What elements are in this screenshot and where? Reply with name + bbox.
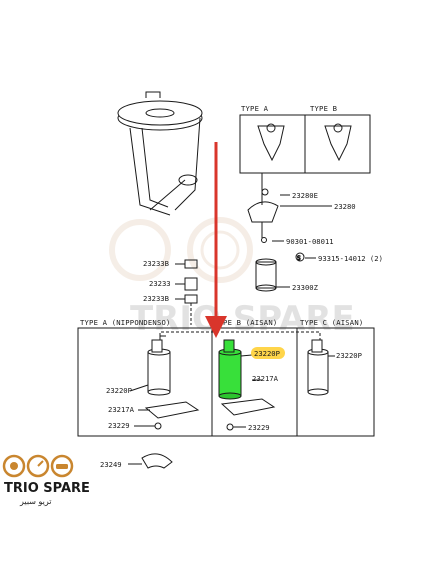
logo-arabic-text: تريو سبير: [19, 497, 52, 506]
label-93315: 93315-14012 (2): [318, 254, 383, 263]
label-23233: 23233: [149, 279, 171, 288]
label-23233B-2: 23233B: [143, 294, 169, 303]
label-c-23220P: 23220P: [336, 351, 362, 360]
label-90301: 90301-08011: [286, 237, 334, 246]
engine-icon: [2, 454, 26, 478]
type-a-nippondenso-header: TYPE A (NIPPONDENSO): [80, 318, 171, 327]
part-23249-clip: [128, 453, 173, 469]
type-a-header: TYPE A: [241, 104, 269, 113]
label-23249: 23249: [100, 460, 122, 469]
label-b-23220P: 23220P: [254, 349, 280, 358]
label-b-23217A: 23217A: [252, 374, 279, 383]
gauge-icon: [26, 454, 50, 478]
label-23280E: 23280E: [292, 191, 318, 200]
fuel-sender-unit: [117, 91, 203, 216]
label-23280: 23280: [334, 202, 356, 211]
label-a-23229: 23229: [108, 421, 130, 430]
highlight-pill: [251, 347, 285, 359]
trio-spare-logo: TRIO SPARE تريو سبير: [2, 454, 90, 506]
label-a-23217A: 23217A: [108, 405, 135, 414]
type-b-fuel-pump-highlighted: [218, 339, 276, 431]
type-b-aisan-header: TYPE B (AISAN): [214, 318, 277, 327]
logo-brand-text: TRIO SPARE: [4, 481, 90, 496]
label-23300Z: 23300Z: [292, 283, 319, 292]
svg-text:S: S: [297, 255, 301, 262]
car-icon: [50, 454, 74, 478]
hose-and-clamps: [175, 259, 198, 325]
lower-type-box: [77, 327, 375, 437]
type-c-fuel-pump: [307, 339, 335, 396]
pump-bracket-assembly: S: [247, 188, 332, 292]
red-arrow-indicator: [205, 142, 227, 338]
type-b-header: TYPE B: [310, 104, 337, 113]
label-23233B-1: 23233B: [143, 259, 169, 268]
type-c-aisan-header: TYPE C (AISAN): [300, 318, 363, 327]
dashed-connector: [159, 331, 321, 340]
top-type-box: [239, 114, 371, 205]
type-a-fuel-pump: [129, 335, 200, 430]
label-b-23229: 23229: [248, 423, 270, 432]
label-a-23220P: 23220P: [106, 386, 132, 395]
